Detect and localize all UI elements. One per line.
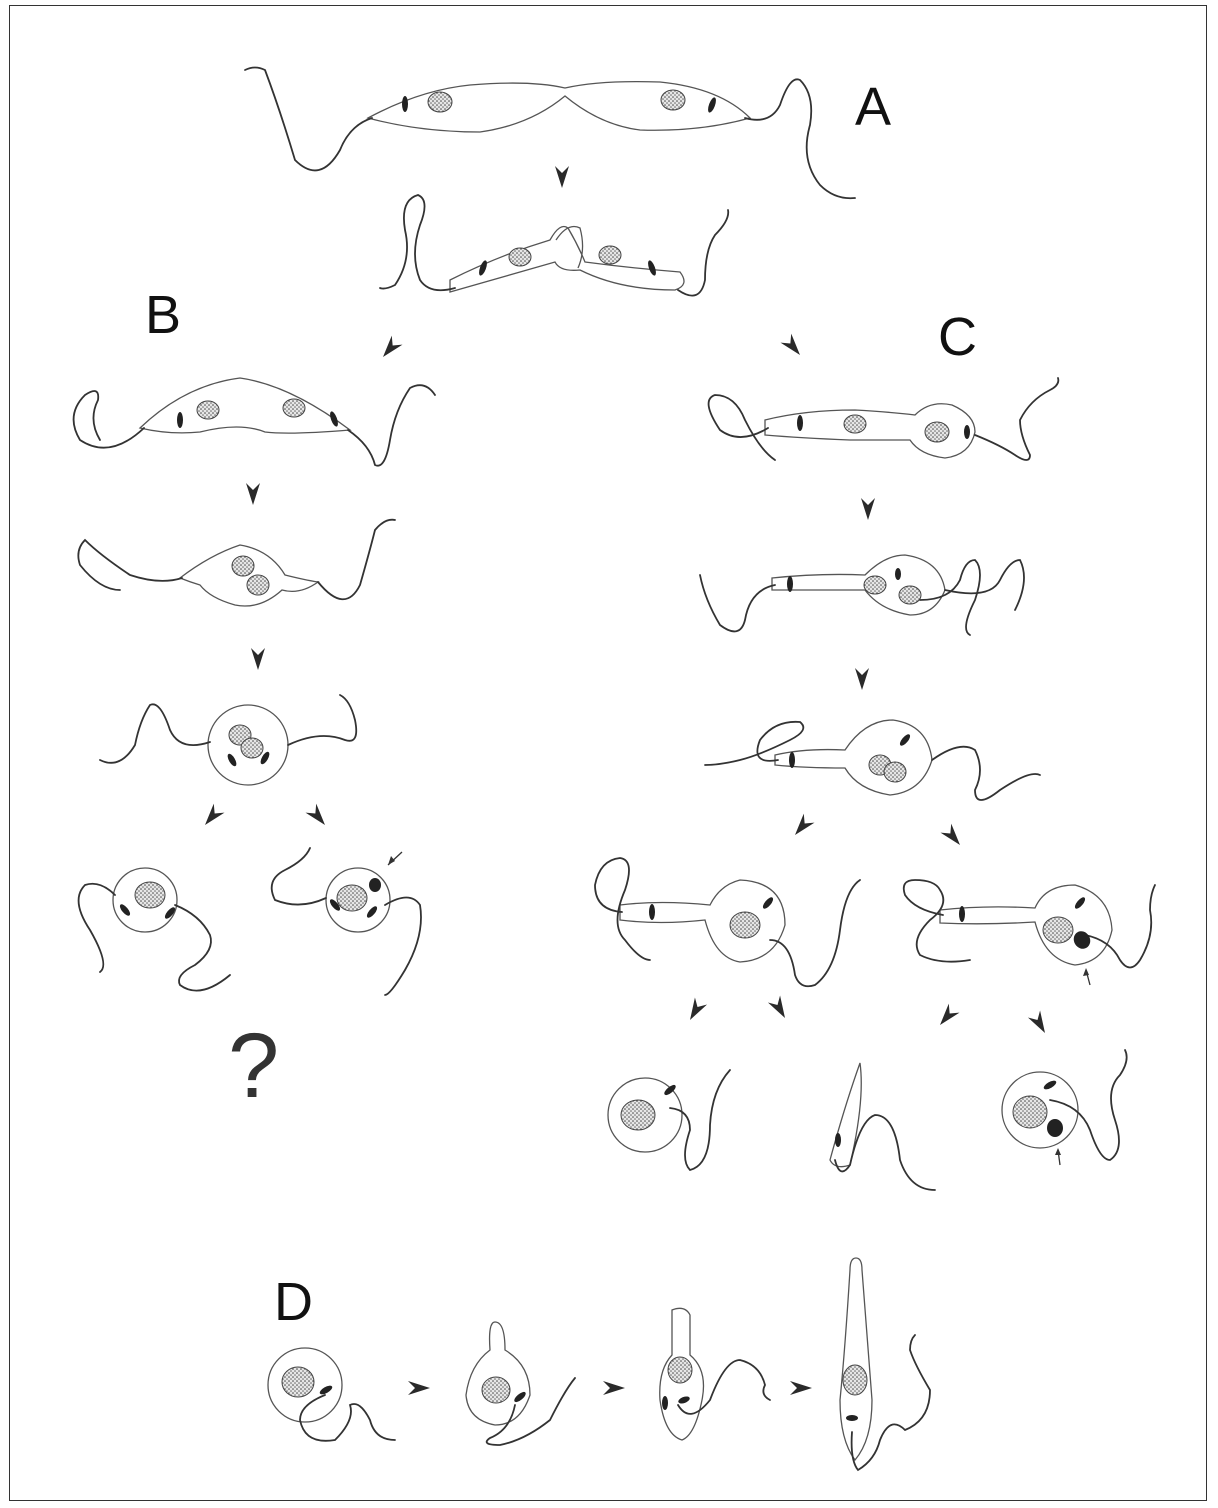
arrowhead — [768, 995, 791, 1021]
panel-label-d: D — [274, 1275, 313, 1329]
arrowhead — [603, 1381, 625, 1395]
panel-b-daughter-left — [79, 868, 230, 991]
panel-b-step3 — [100, 695, 356, 785]
panel-c-daughter-3 — [1002, 1050, 1127, 1165]
panel-b-step1 — [74, 378, 435, 466]
arrowhead — [378, 336, 403, 362]
panel-d-stage4 — [840, 1258, 930, 1470]
arrowhead — [200, 804, 225, 830]
panel-label-a: A — [855, 80, 891, 134]
arrowhead — [861, 498, 875, 520]
arrowhead — [780, 334, 805, 360]
arrowhead — [555, 166, 569, 188]
panel-a-dividing-cell — [380, 195, 728, 296]
panel-c-step4-right — [904, 880, 1155, 985]
arrowhead — [1028, 1010, 1051, 1036]
panel-c-step2 — [700, 555, 1024, 635]
arrowhead — [935, 1004, 960, 1030]
panel-label-b: B — [145, 288, 181, 342]
panel-c-step1 — [709, 378, 1059, 460]
unknown-outcome-question-mark: ? — [228, 1020, 279, 1112]
arrowhead — [790, 814, 815, 840]
arrowhead — [790, 1381, 812, 1395]
arrowhead — [246, 483, 260, 505]
panel-c-daughter-1 — [608, 1070, 730, 1170]
panel-b-step2 — [78, 520, 395, 606]
arrowhead — [684, 997, 707, 1023]
arrowhead — [940, 824, 965, 850]
panel-b-daughter-right — [272, 848, 421, 995]
panel-d-stage3 — [660, 1308, 770, 1440]
panel-label-c: C — [938, 310, 977, 364]
panel-d-stage1 — [268, 1348, 395, 1441]
panel-a-fused-cells — [245, 68, 855, 199]
arrowhead — [251, 648, 265, 670]
arrowhead — [408, 1381, 430, 1395]
panel-c-step4-left — [595, 858, 860, 986]
arrowhead — [855, 668, 869, 690]
panel-c-step3 — [705, 720, 1040, 800]
panel-c-daughter-2 — [830, 1063, 935, 1190]
panel-d-stage2 — [466, 1322, 575, 1445]
arrowhead — [305, 804, 330, 830]
